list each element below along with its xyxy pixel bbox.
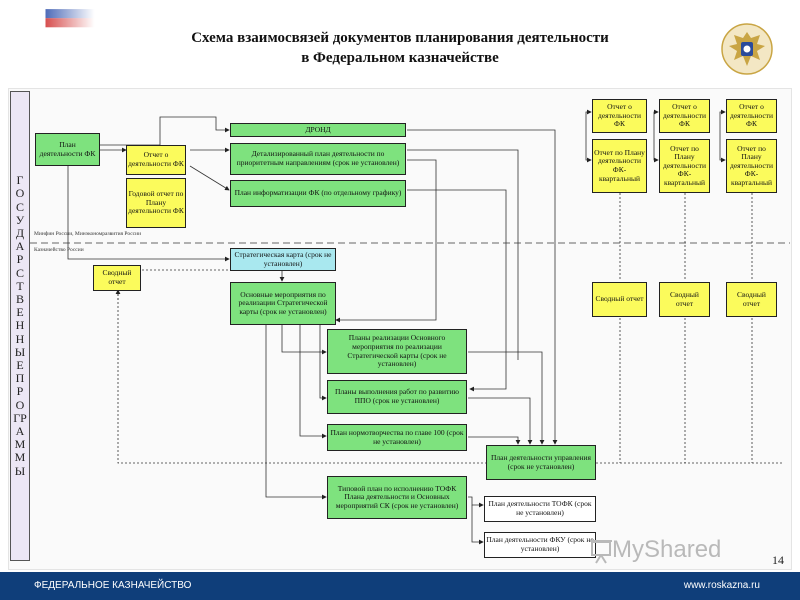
box-tofk-typical: Типовой план по исполнению ТОФК Плана де… bbox=[327, 476, 467, 519]
presentation-icon bbox=[590, 540, 612, 564]
watermark: MyShared bbox=[612, 536, 722, 563]
state-programs-label: ГОСУДАРСТВЕННЫЕ ПРОГРАММЫ bbox=[13, 173, 27, 478]
col3-report: Отчет о деятельности ФК bbox=[726, 99, 777, 133]
box-strategic-map: Стратегическая карта (срок не установлен… bbox=[230, 248, 336, 271]
box-fku-plan: План деятельности ФКУ (срок не установле… bbox=[484, 532, 596, 558]
box-tofk-plan: План деятельности ТОФК (срок не установл… bbox=[484, 496, 596, 522]
box-annual-report: Годовой отчет по Плану деятельности ФК bbox=[126, 178, 186, 228]
state-programs-bar: ГОСУДАРСТВЕННЫЕ ПРОГРАММЫ bbox=[10, 91, 30, 561]
box-ppo-plans: Планы выполнения работ по развитию ППО (… bbox=[327, 380, 467, 414]
box-main-measures: Основные мероприятия по реализации Страт… bbox=[230, 282, 336, 325]
box-report-fk: Отчет о деятельности ФК bbox=[126, 145, 186, 175]
col2-summary: Сводный отчет bbox=[659, 282, 710, 317]
eagle-emblem-icon bbox=[721, 23, 773, 75]
page-title: Схема взаимосвязей документов планирован… bbox=[0, 28, 800, 68]
box-dept-plan: План деятельности управления (срок не ус… bbox=[486, 445, 596, 480]
title-line-2: в Федеральном казначействе bbox=[301, 50, 499, 66]
box-impl-plans: Планы реализации Основного мероприятия п… bbox=[327, 329, 467, 374]
box-plan-fk: План деятельности ФК bbox=[35, 133, 100, 166]
page-number: 14 bbox=[772, 553, 784, 567]
box-summary-left: Сводный отчет bbox=[93, 265, 141, 291]
box-norm-plan: План нормотворчества по главе 100 (срок … bbox=[327, 424, 467, 451]
flag-stripes bbox=[45, 0, 95, 28]
box-detailed-plan: Детализированный план деятельности по пр… bbox=[230, 143, 406, 175]
box-informatization-plan: План информатизации ФК (по отдельному гр… bbox=[230, 180, 406, 207]
col1-summary: Сводный отчет bbox=[592, 282, 647, 317]
box-drond: ДРОНД bbox=[230, 123, 406, 137]
footer-url[interactable]: www.roskazna.ru bbox=[683, 580, 760, 591]
col2-report: Отчет о деятельности ФК bbox=[659, 99, 710, 133]
zone-minfin-label: Минфин России, Минэкономразвития России bbox=[34, 231, 142, 237]
col3-summary: Сводный отчет bbox=[726, 282, 777, 317]
col1-quarterly: Отчет по Плану деятельности ФК-квартальн… bbox=[592, 139, 647, 193]
col3-quarterly: Отчет по Плану деятельности ФК-квартальн… bbox=[726, 139, 777, 193]
footer-bar: ФЕДЕРАЛЬНОЕ КАЗНАЧЕЙСТВО www.roskazna.ru bbox=[0, 572, 800, 600]
zone-treasury-label: Казначейство России bbox=[34, 247, 84, 253]
col2-quarterly: Отчет по Плану деятельности ФК-квартальн… bbox=[659, 139, 710, 193]
col1-report: Отчет о деятельности ФК bbox=[592, 99, 647, 133]
title-line-1: Схема взаимосвязей документов планирован… bbox=[191, 30, 609, 46]
footer-org: ФЕДЕРАЛЬНОЕ КАЗНАЧЕЙСТВО bbox=[34, 580, 192, 591]
